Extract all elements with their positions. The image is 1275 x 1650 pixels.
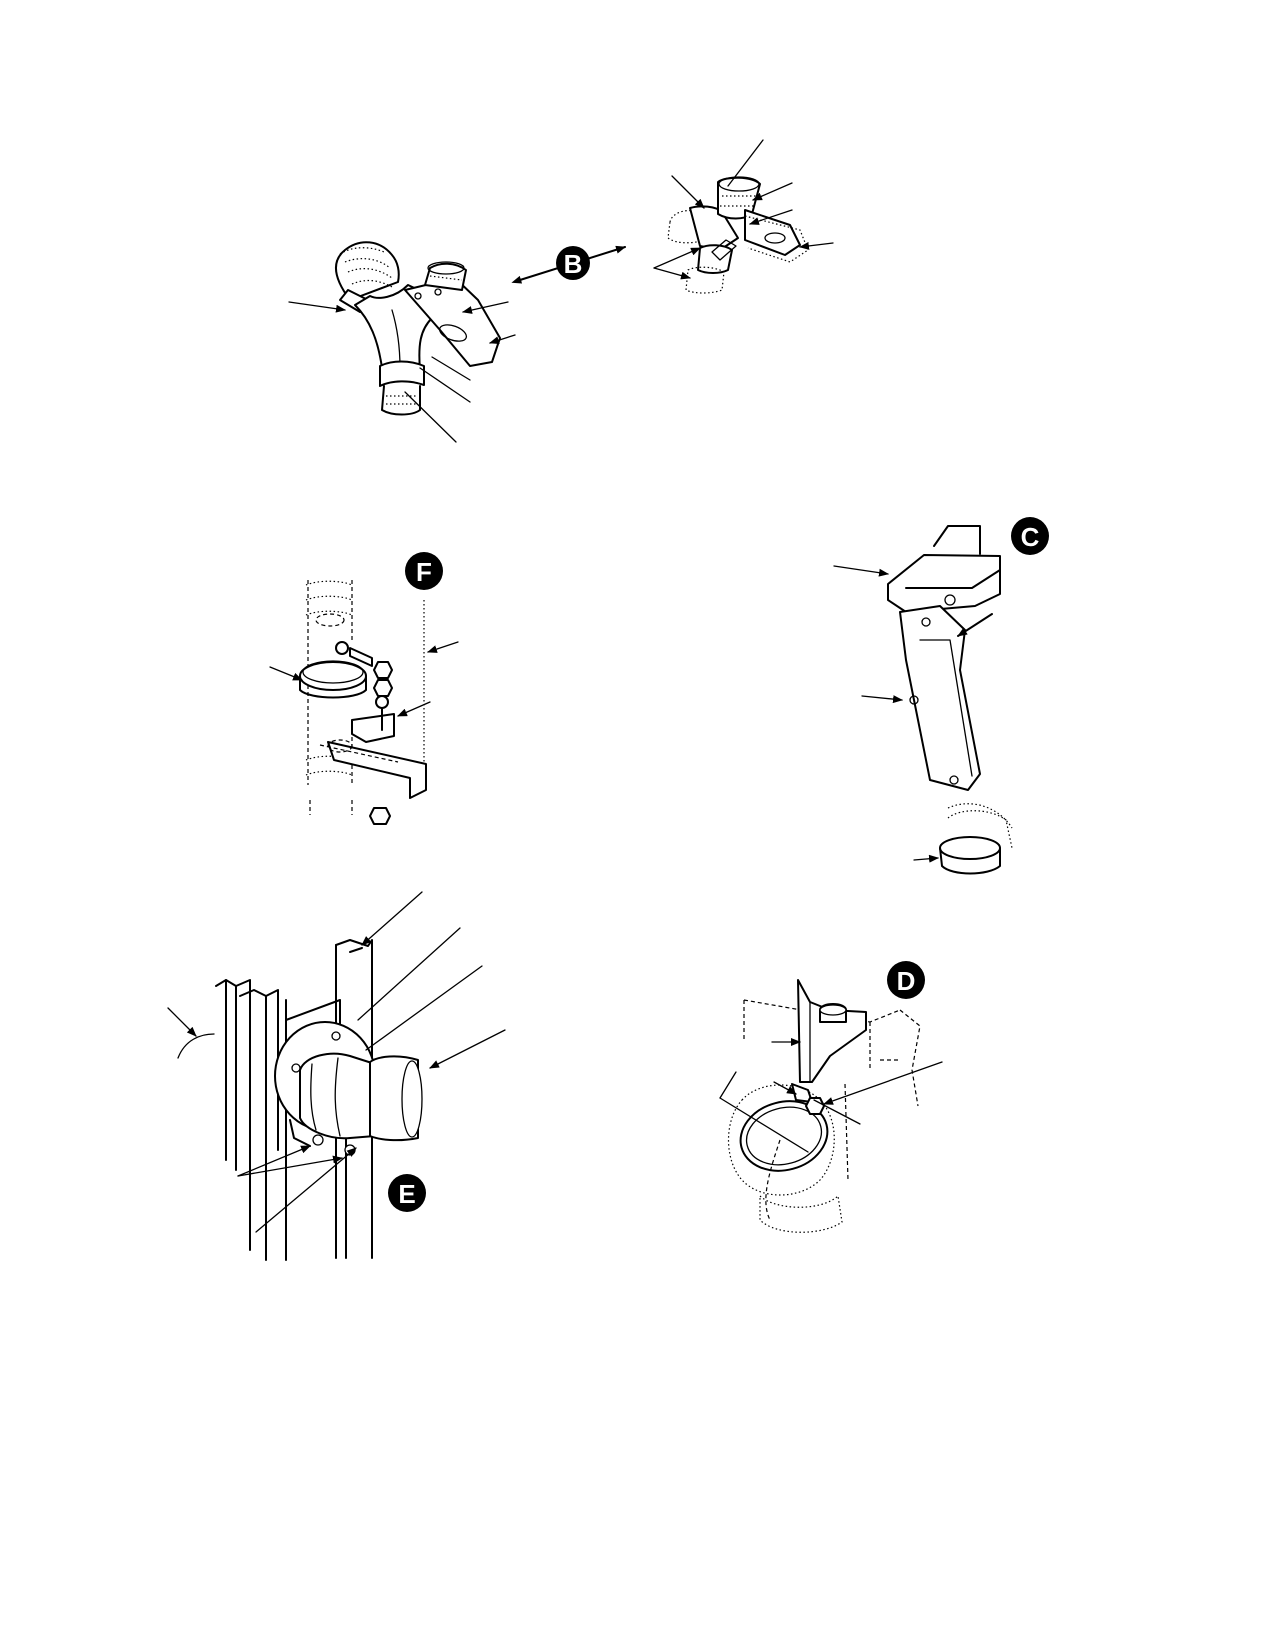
callout-leader	[397, 701, 431, 717]
view-d-detail	[727, 979, 921, 1233]
callout-leader	[167, 1007, 197, 1037]
callout-leader	[749, 209, 793, 225]
view-e-callouts	[167, 891, 506, 1233]
callout-leader	[861, 695, 903, 704]
callout-leader	[429, 1029, 506, 1069]
callout-leader	[727, 139, 764, 187]
callout-leader	[462, 301, 509, 314]
callout-leader	[237, 1145, 311, 1177]
view-f-detail	[299, 580, 427, 825]
callout-leader	[752, 182, 793, 201]
view-c-callouts	[833, 565, 993, 863]
y-pipe-callouts	[288, 301, 516, 443]
callout-leader	[671, 175, 705, 209]
callout-leader	[419, 367, 471, 403]
callout-leader	[288, 301, 346, 313]
view-d-badge: D	[887, 961, 925, 999]
arrow-indicator	[957, 613, 993, 637]
view-b-detail	[667, 176, 809, 294]
callout-leader	[237, 1155, 343, 1177]
callout-leader	[813, 1099, 861, 1125]
callout-leader	[719, 1071, 737, 1099]
callout-leader	[431, 356, 471, 381]
view-c-badge: C	[1011, 517, 1049, 555]
callout-leader	[404, 391, 457, 443]
badge-b-label: B	[564, 249, 583, 279]
callout-leader	[427, 641, 459, 653]
callout-leader	[773, 1081, 797, 1095]
badge-d-label: D	[897, 966, 916, 996]
callout-leader	[269, 666, 303, 681]
callout-leader	[913, 854, 939, 863]
callout-leader	[823, 1061, 943, 1105]
callout-leader	[799, 241, 834, 250]
callout-leader	[255, 1147, 357, 1233]
view-b-indicator: B	[511, 245, 626, 284]
badge-b	[556, 246, 590, 280]
badge-f-label: F	[416, 557, 432, 587]
badge-e-label: E	[398, 1179, 415, 1209]
view-f-callouts	[269, 641, 459, 717]
callout-leader	[365, 965, 483, 1051]
callout-leader	[361, 891, 423, 946]
view-f-badge: F	[405, 552, 443, 590]
callout-leader	[357, 927, 461, 1021]
callout-leader	[653, 267, 691, 280]
callout-leader	[653, 247, 701, 269]
callout-leader	[489, 334, 516, 345]
callout-leader	[719, 1097, 809, 1153]
view-b-callouts	[653, 139, 834, 280]
view-e-badge: E	[388, 1174, 426, 1212]
badge-c-label: C	[1021, 522, 1040, 552]
view-e-detail	[177, 939, 423, 1261]
callout-leader	[833, 565, 889, 577]
view-d-callouts	[719, 1038, 943, 1153]
view-c-detail	[887, 525, 1013, 875]
y-pipe-assembly	[335, 241, 501, 416]
